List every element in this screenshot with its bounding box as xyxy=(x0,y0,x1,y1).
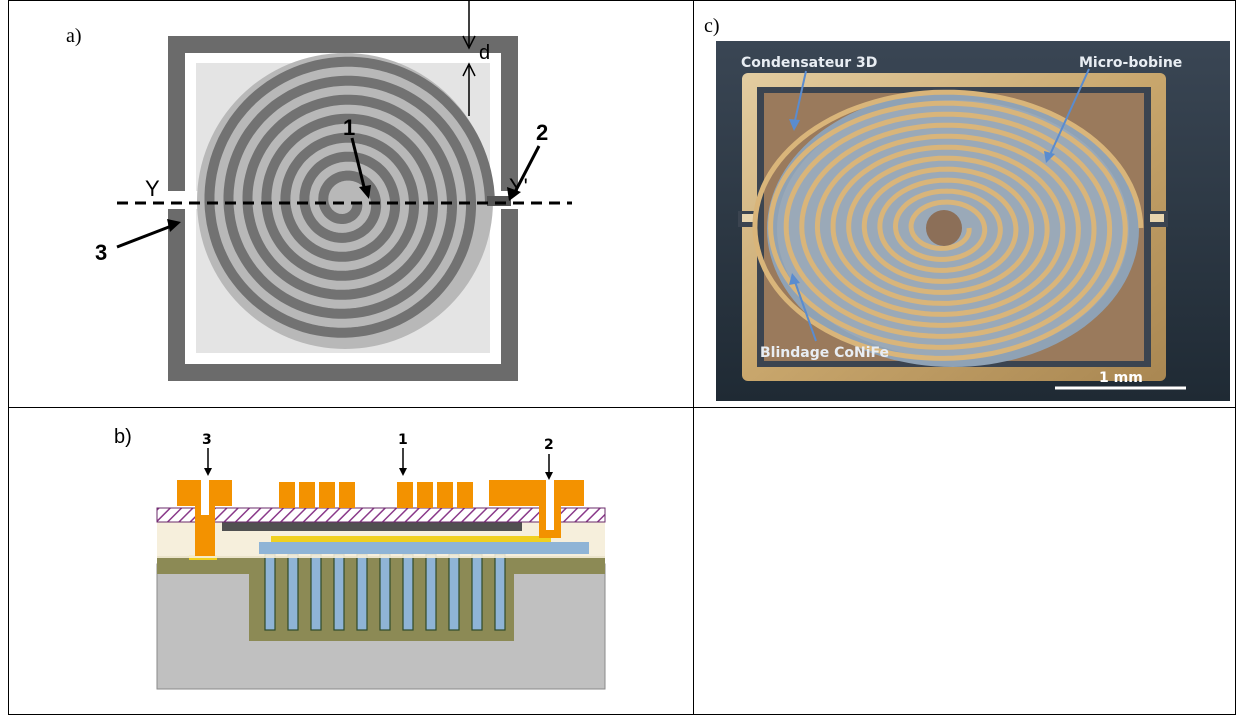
photo-coil-spiral xyxy=(752,89,1144,361)
capacitor-label: Condensateur 3D xyxy=(741,55,877,71)
passivation-layer xyxy=(156,507,606,523)
scale-bar-label: 1 mm xyxy=(1099,370,1143,386)
marker-3-b-label: 3 xyxy=(202,432,212,448)
panel-a-label: a) xyxy=(66,25,82,47)
panel-c: c) xyxy=(693,0,1236,408)
cross-section-diagram: 3 1 2 xyxy=(156,432,606,690)
figure-grid: a) xyxy=(8,0,1236,715)
section-y-prime-label: Y' xyxy=(509,174,528,199)
panel-c-label: c) xyxy=(704,15,720,37)
coil-label: Micro-bobine xyxy=(1079,55,1182,71)
marker-3-label: 3 xyxy=(95,240,107,265)
arrow-2 xyxy=(512,145,541,195)
marker-2-b-label: 2 xyxy=(544,437,554,453)
marker-2-label: 2 xyxy=(536,120,548,145)
panel-b-label: b) xyxy=(114,426,132,448)
marker-1-b-label: 1 xyxy=(398,432,408,448)
shield-label: Blindage CoNiFe xyxy=(760,345,889,361)
section-y-label: Y xyxy=(145,176,160,201)
magnetic-core xyxy=(222,521,522,531)
panel-a: a) xyxy=(8,0,694,408)
panel-b: b) xyxy=(8,407,694,715)
contact-pad-2 xyxy=(487,196,511,206)
coil-center xyxy=(339,196,351,208)
panel-empty xyxy=(693,407,1236,715)
micro-coil-photo: Condensateur 3D Micro-bobine Blindage Co… xyxy=(716,41,1230,401)
planar-coil-diagram: d Y Y' 1 2 3 xyxy=(95,1,572,381)
dim-d-label: d xyxy=(479,42,490,64)
arrow-3 xyxy=(116,223,175,249)
marker-1-label: 1 xyxy=(343,115,355,140)
copper-structures xyxy=(177,480,584,556)
arrow-1 xyxy=(350,137,367,192)
left-opening xyxy=(168,191,198,209)
